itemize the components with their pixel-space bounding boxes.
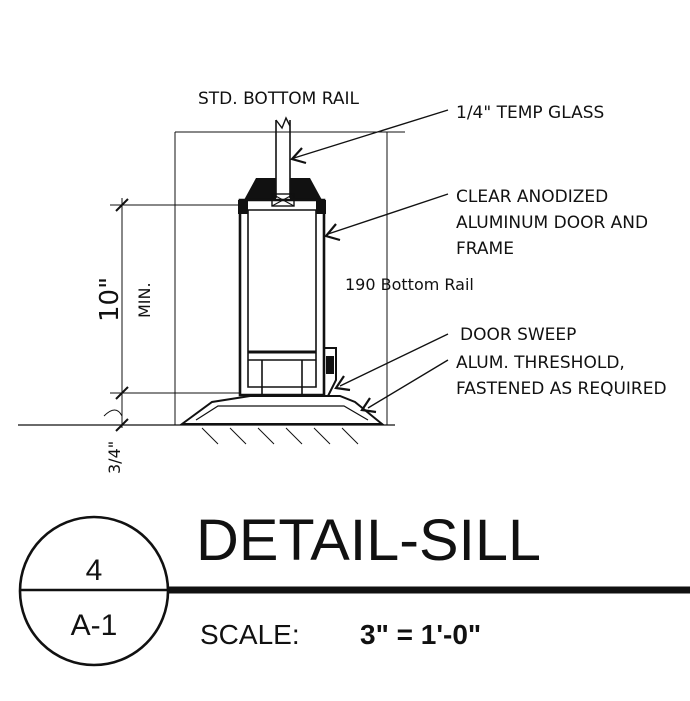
aluminum-rail-profile [238,198,326,397]
scale-label: SCALE: [200,619,300,650]
rail-height-note: MIN. [135,282,154,318]
sheet-number: A-1 [71,609,118,642]
door-sweep [324,347,337,397]
frame-callout-line1: CLEAR ANODIZED [456,187,608,207]
glass-callout: 1/4" TEMP GLASS [456,103,604,123]
bottom-rail-section [18,109,449,445]
threshold-callout-line1: ALUM. THRESHOLD, [456,353,625,373]
glass-pane [275,116,291,198]
detail-title: DETAIL-SILL [196,508,541,573]
heading-label: STD. BOTTOM RAIL [198,89,360,109]
detail-number: 4 [86,554,103,587]
frame-callout-line2: ALUMINUM DOOR AND [456,213,648,233]
frame-callout-line3: FRAME [456,239,514,259]
scale-value: 3" = 1'-0" [360,619,481,650]
callout-leaders [289,109,449,414]
floor-hatch [18,424,395,445]
detail-bubble: 4 A-1 [18,515,170,667]
rail-height-dimension: 10" [95,277,125,322]
part-number-label: 190 Bottom Rail [345,275,474,294]
threshold [178,395,385,425]
dimension-10-inch [103,198,240,432]
threshold-callout-line2: FASTENED AS REQUIRED [456,379,667,399]
threshold-height-dimension: 3/4" [105,441,124,474]
sweep-callout: DOOR SWEEP [460,325,576,345]
